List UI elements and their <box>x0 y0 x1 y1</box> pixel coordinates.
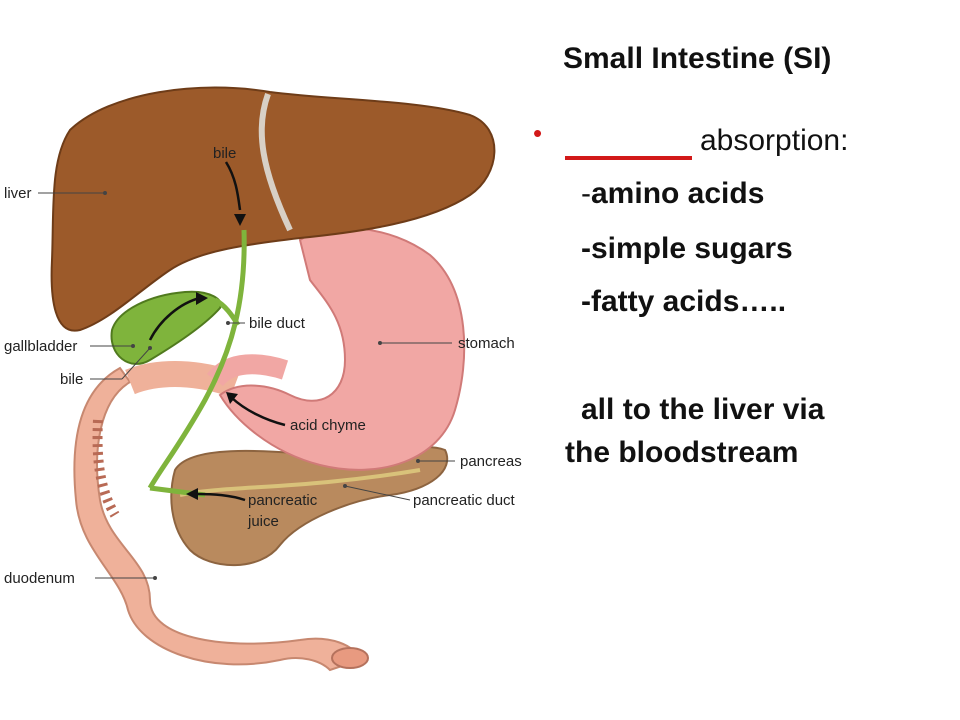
digestive-system-illustration: liver bile bile duct gallbladder bile st… <box>4 86 522 672</box>
label-acid-chyme: acid chyme <box>290 417 366 434</box>
duodenum-shape <box>73 366 362 672</box>
label-bile-duct: bile duct <box>249 315 306 332</box>
list-item-amino-acids: -amino acids <box>581 177 764 211</box>
bullet-marker: • <box>533 118 543 148</box>
label-liver: liver <box>4 185 32 202</box>
absorption-label: absorption: <box>700 124 849 157</box>
list-item-fatty-acids: -fatty acids….. <box>581 285 787 318</box>
label-duodenum: duodenum <box>4 570 75 587</box>
transport-text-line-1: all to the liver via <box>581 393 825 426</box>
list-item-prefix: - <box>581 177 591 210</box>
label-stomach: stomach <box>458 335 515 352</box>
stomach-shape <box>218 227 466 471</box>
label-pancreas: pancreas <box>460 453 522 470</box>
gallbladder-shape <box>110 290 222 365</box>
list-item-text: amino acids <box>591 177 765 210</box>
slide-title: Small Intestine (SI) <box>563 42 832 75</box>
list-item-simple-sugars: -simple sugars <box>581 232 793 265</box>
transport-text-line-2: the bloodstream <box>565 436 799 469</box>
label-bile-bottom: bile <box>60 371 83 388</box>
fill-in-blank-line <box>565 156 692 160</box>
label-bile-top: bile <box>213 145 236 162</box>
liver-shape <box>50 86 496 332</box>
label-pancreatic-duct: pancreatic duct <box>413 492 516 509</box>
label-pancreatic-juice-1: pancreatic <box>248 492 318 509</box>
label-gallbladder: gallbladder <box>4 338 77 355</box>
label-pancreatic-juice-2: juice <box>247 513 279 530</box>
